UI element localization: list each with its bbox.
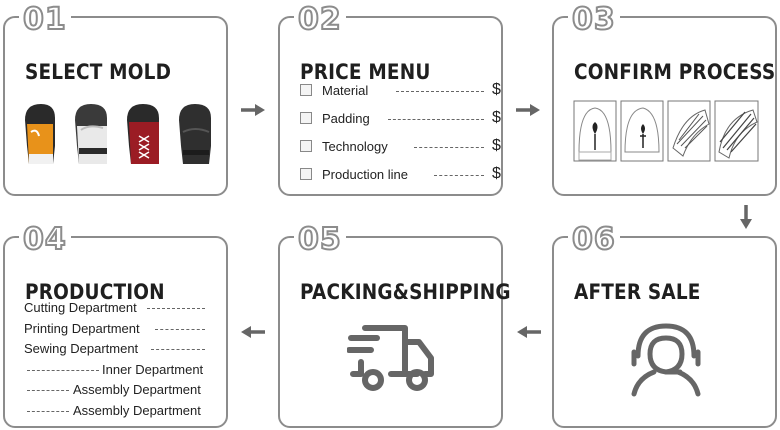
delivery-truck-icon [347, 325, 434, 391]
currency-symbol: $ [492, 137, 501, 154]
dashed-leader [151, 349, 205, 350]
dashed-leader [27, 370, 99, 371]
arrow-right-icon [241, 104, 265, 116]
checkbox[interactable] [300, 112, 312, 124]
arrow-right-icon [516, 104, 540, 116]
boxing-glove-icon [127, 104, 159, 164]
price-menu-label: Production line [322, 167, 408, 182]
step-number: 03 [568, 4, 620, 36]
step-title: PRICE MENU [300, 60, 431, 84]
step-number: 05 [294, 224, 346, 256]
arrow-down-icon [740, 205, 752, 229]
currency-symbol: $ [492, 165, 501, 182]
price-menu-label: Padding [322, 111, 370, 126]
dashed-leader [155, 329, 205, 330]
boxing-glove-icon [25, 104, 55, 164]
step-number: 02 [294, 4, 346, 36]
department-label: Assembly Department [73, 403, 201, 418]
step-number: 01 [19, 4, 71, 36]
price-menu-item: Production line $ [300, 165, 501, 184]
department-label: Cutting Department [24, 300, 137, 315]
customer-service-headset-icon [631, 323, 701, 397]
step-card-price-menu: 02 PRICE MENU Material $ Padding $ Techn… [278, 4, 503, 196]
boxing-gloves-image [25, 104, 211, 164]
step-title: PACKING&SHIPPING [300, 280, 511, 304]
boxing-glove-icon [75, 104, 107, 164]
process-sketches-image [573, 100, 759, 162]
department-label: Printing Department [24, 321, 140, 336]
dashed-leader [414, 147, 484, 148]
step-card-confirm-process: 03 CONFIRM PROCESS [552, 4, 777, 196]
checkbox[interactable] [300, 84, 312, 96]
glove-sketch-icon [620, 100, 664, 162]
dashed-leader [147, 308, 205, 309]
price-menu-label: Technology [322, 139, 388, 154]
dashed-leader [27, 411, 69, 412]
step-number: 04 [19, 224, 71, 256]
department-label: Sewing Department [24, 341, 139, 356]
step-title: SELECT MOLD [25, 60, 172, 84]
dashed-leader [388, 119, 484, 120]
glove-sketch-icon [714, 100, 759, 162]
dashed-leader [27, 390, 69, 391]
glove-sketch-icon [667, 100, 711, 162]
step-card-production: 04 PRODUCTION Cutting Department Printin… [3, 224, 228, 428]
step-title: PRODUCTION [25, 280, 165, 304]
step-title: AFTER SALE [574, 280, 701, 304]
step-card-after-sale: 06 AFTER SALE [552, 224, 777, 428]
arrow-left-icon [517, 326, 541, 338]
currency-symbol: $ [492, 81, 501, 98]
checkbox[interactable] [300, 140, 312, 152]
glove-sketch-icon [573, 100, 617, 162]
department-label: Inner Department [102, 362, 204, 377]
step-card-select-mold: 01 SELECT MOLD [3, 4, 228, 196]
arrow-left-icon [241, 326, 265, 338]
price-menu-item: Technology $ [300, 137, 501, 156]
price-menu-item: Padding $ [300, 109, 501, 128]
checkbox[interactable] [300, 168, 312, 180]
step-title: CONFIRM PROCESS [574, 60, 776, 84]
department-label: Assembly Department [73, 382, 201, 397]
currency-symbol: $ [492, 109, 501, 126]
dashed-leader [396, 91, 484, 92]
price-menu-label: Material [322, 83, 369, 98]
step-number: 06 [568, 224, 620, 256]
step-card-packing-shipping: 05 PACKING&SHIPPING [278, 224, 511, 428]
price-menu-item: Material $ [300, 81, 501, 100]
boxing-glove-icon [179, 104, 211, 164]
dashed-leader [434, 175, 484, 176]
